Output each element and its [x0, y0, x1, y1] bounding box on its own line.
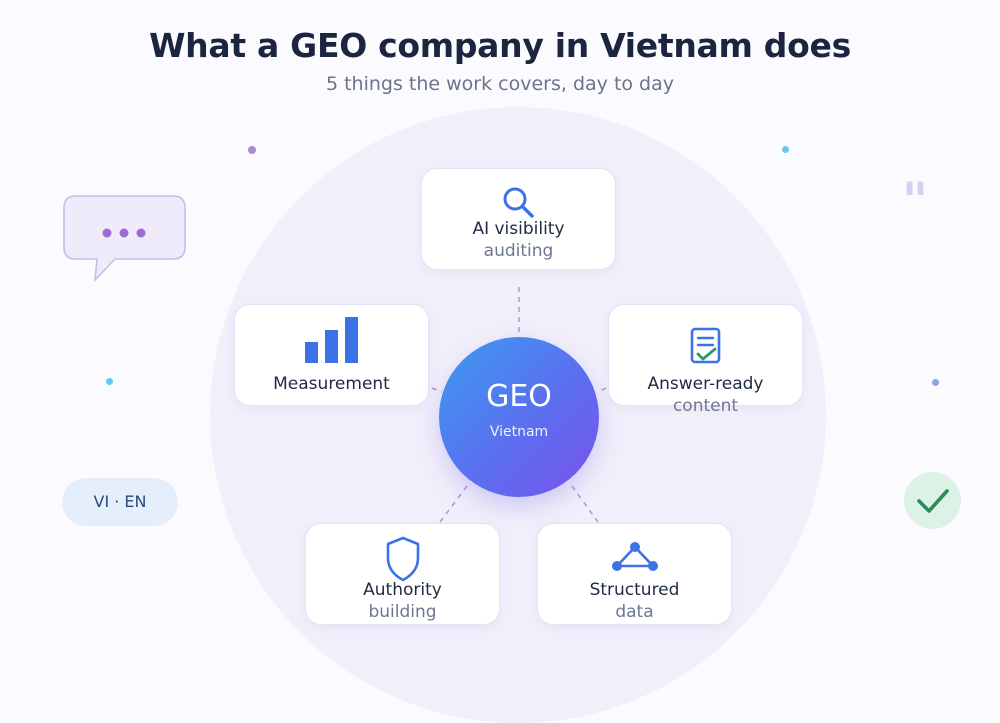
card-title: Measurement	[273, 374, 390, 394]
card-measurement: Measurement	[234, 304, 429, 406]
card-title: Authority	[363, 580, 442, 600]
quote-mark-icon: "	[902, 172, 929, 230]
hub-title: GEO	[486, 379, 552, 414]
card-authority-building: Authority building	[305, 523, 500, 625]
card-title: Answer-ready	[647, 374, 764, 394]
hub-subtitle: Vietnam	[489, 424, 549, 440]
checked-document-icon	[689, 327, 723, 369]
page-subtitle: 5 things the work covers, day to day	[325, 73, 675, 95]
shield-icon	[385, 536, 421, 586]
decor-dot	[106, 378, 113, 385]
bar-chart-icon	[303, 316, 361, 368]
card-subtitle: content	[672, 396, 739, 416]
card-subtitle: data	[615, 602, 654, 622]
chat-bubble-ellipsis-icon	[63, 195, 189, 289]
card-title: Structured	[589, 580, 680, 600]
card-structured-data: Structured data	[537, 523, 732, 625]
card-subtitle: auditing	[483, 241, 554, 261]
network-triangle-icon	[610, 541, 660, 577]
decor-dot	[782, 146, 789, 153]
card-subtitle: building	[368, 602, 437, 622]
search-icon	[502, 186, 536, 224]
connector-lines	[431, 287, 607, 523]
card-ai-visibility-auditing: AI visibility auditing	[421, 168, 616, 270]
decor-dot	[248, 146, 256, 154]
connector-left	[431, 387, 443, 393]
connector-right	[597, 387, 607, 393]
card-answer-ready-content: Answer-ready content	[608, 304, 803, 416]
page-title: What a GEO company in Vietnam does	[149, 26, 851, 65]
card-title: AI visibility	[472, 219, 565, 239]
language-pill: VI · EN	[62, 478, 178, 526]
connector-bottom-right	[571, 485, 599, 523]
connector-bottom-left	[439, 485, 468, 523]
checkmark-icon	[904, 472, 961, 529]
decor-dot	[932, 379, 939, 386]
geo-hub-circle: GEO Vietnam	[439, 337, 599, 497]
